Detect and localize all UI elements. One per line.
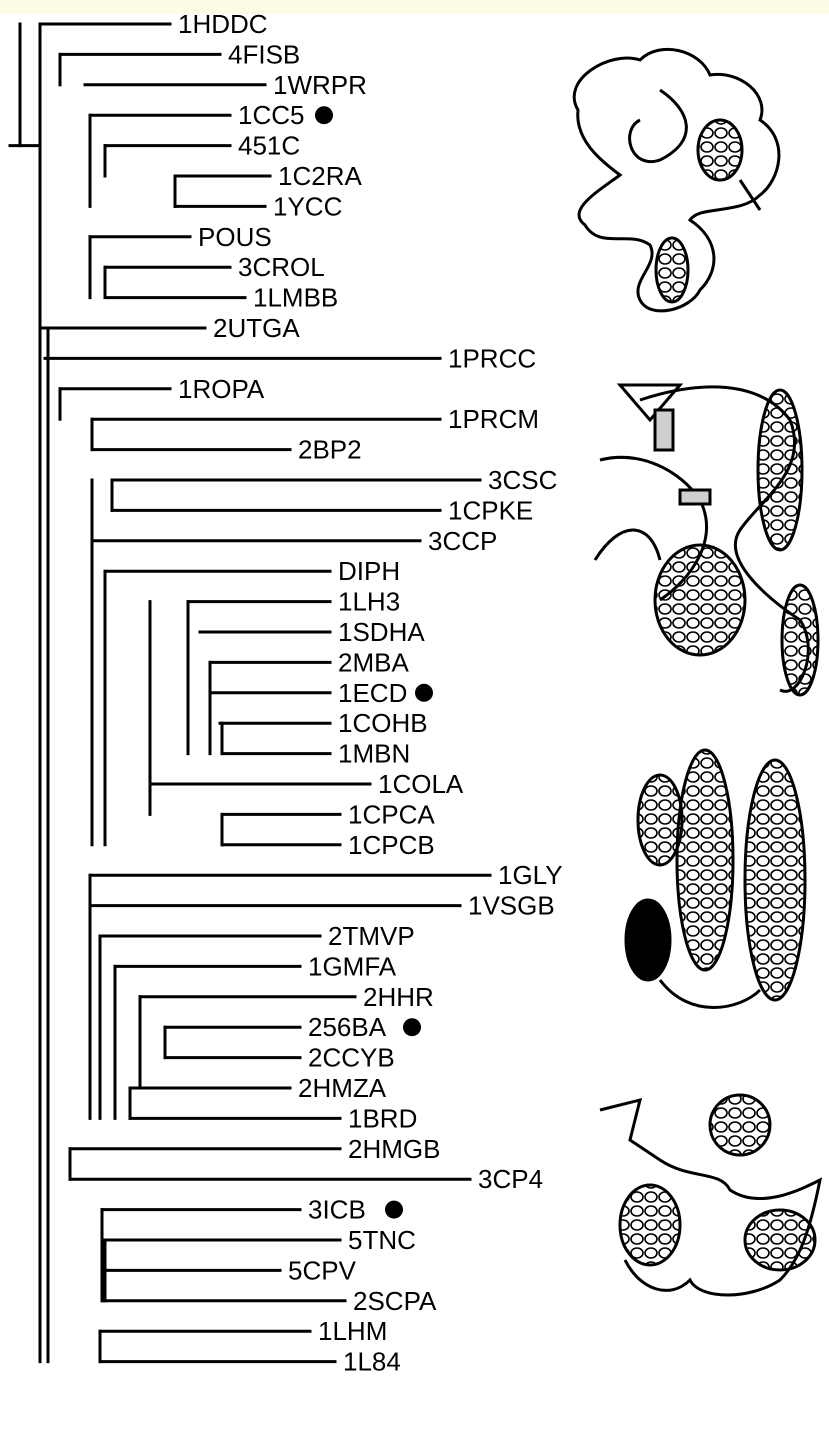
leaf-label: 1WRPR: [273, 70, 367, 100]
leaf-label: 1CPCA: [348, 799, 435, 829]
leaf-label: 451C: [238, 131, 300, 161]
leaf-label: 3CCP: [428, 526, 497, 556]
leaf-label: 1PRCM: [448, 404, 539, 434]
leaf-label: 1SDHA: [338, 617, 425, 647]
leaf-label: 1MBN: [338, 739, 410, 769]
leaf-label: 2CCYB: [308, 1043, 395, 1073]
leaf-label: 1ROPA: [178, 374, 265, 404]
leaf-label: 1CC5: [238, 100, 304, 130]
leaf-label: 4FISB: [228, 39, 300, 69]
leaf-label: 3CP4: [478, 1164, 543, 1194]
leaf-label: 2HHR: [363, 982, 434, 1012]
leaf-label: 3ICB: [308, 1195, 366, 1225]
leaf-label: 1L84: [343, 1347, 401, 1377]
leaf-label: 1BRD: [348, 1103, 417, 1133]
leaf-label: 2SCPA: [353, 1286, 437, 1316]
leaf-label: 2TMVP: [328, 921, 415, 951]
leaf-label: 256BA: [308, 1012, 387, 1042]
leaf-label: 2MBA: [338, 647, 409, 677]
leaf-label: 1LHM: [318, 1316, 387, 1346]
leaf-label: 1CPCB: [348, 830, 435, 860]
leaf-label: 2HMZA: [298, 1073, 387, 1103]
leaf-label: DIPH: [338, 556, 400, 586]
leaf-label: 5TNC: [348, 1225, 416, 1255]
leaf-label: 1LMBB: [253, 283, 338, 313]
leaf-marker-dot: [415, 684, 433, 702]
leaf-label: 1ECD: [338, 678, 407, 708]
leaf-label: 1GMFA: [308, 951, 397, 981]
leaf-label: 1HDDC: [178, 9, 268, 39]
leaf-marker-dot: [385, 1201, 403, 1219]
leaf-label: 1CPKE: [448, 495, 533, 525]
leaf-label: 1C2RA: [278, 161, 362, 191]
leaf-label: 1COLA: [378, 769, 464, 799]
leaf-label: POUS: [198, 222, 272, 252]
leaf-label: 1COHB: [338, 708, 428, 738]
four-helix-bundle-ribbon: [626, 750, 805, 1008]
leaf-label: 1LH3: [338, 587, 400, 617]
ef-hand-fold-ribbon: [600, 1095, 820, 1295]
leaf-label: 2BP2: [298, 435, 362, 465]
leaf-marker-dot: [315, 106, 333, 124]
leaf-label: 3CROL: [238, 252, 325, 282]
leaf-label: 2UTGA: [213, 313, 300, 343]
leaf-label: 1PRCC: [448, 343, 536, 373]
leaf-label: 1GLY: [498, 860, 563, 890]
leaf-label: 1YCC: [273, 191, 342, 221]
leaf-label: 2HMGB: [348, 1134, 440, 1164]
leaf-label: 5CPV: [288, 1255, 357, 1285]
cytochrome-fold-ribbon: [574, 49, 779, 311]
multi-helix-fold-ribbon: [595, 385, 818, 695]
leaf-marker-dot: [403, 1018, 421, 1036]
leaf-label: 3CSC: [488, 465, 557, 495]
leaf-label: 1VSGB: [468, 891, 555, 921]
